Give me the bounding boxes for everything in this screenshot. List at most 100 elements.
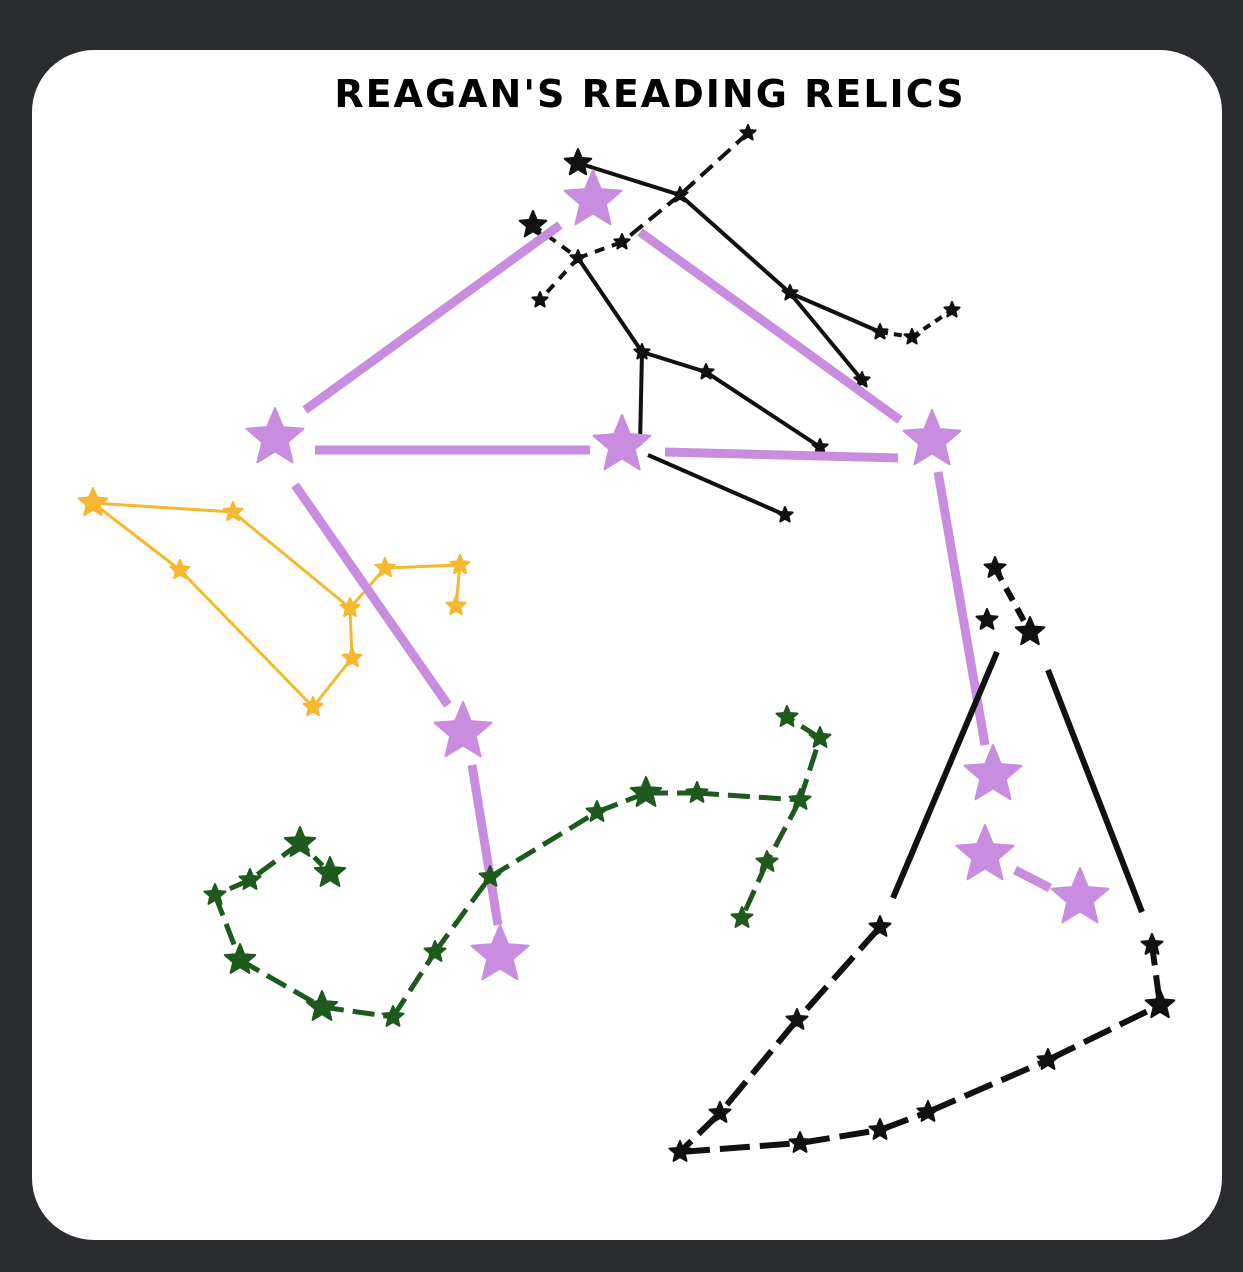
- black-upper-star-icon: [697, 363, 715, 380]
- green-star-icon: [423, 940, 447, 962]
- yellow-line: [178, 568, 315, 709]
- black-lower-star-icon: [785, 1008, 809, 1030]
- purple-star-icon: [563, 169, 623, 226]
- purple-star-icon: [1050, 867, 1110, 924]
- black-upper-star-icon: [569, 249, 587, 266]
- purple-star-icon: [592, 414, 652, 471]
- black-upper-star-icon: [943, 301, 961, 318]
- yellow-line: [92, 501, 234, 514]
- purple-star-icon: [955, 824, 1015, 881]
- black-lower-star-icon: [788, 1131, 812, 1153]
- black-line: [641, 350, 707, 374]
- black-lower-star-icon: [1014, 616, 1046, 646]
- purple-star-icon: [470, 924, 530, 981]
- purple-star-icon: [902, 409, 962, 466]
- black-line: [620, 193, 682, 244]
- black-line: [789, 291, 881, 334]
- yellow-star-icon: [445, 595, 467, 616]
- yellow-star-icon: [222, 501, 244, 522]
- green-star-icon: [223, 943, 257, 974]
- black-line: [890, 650, 1000, 900]
- green-star-icon: [808, 726, 832, 748]
- black-upper-star-icon: [518, 210, 548, 238]
- purple-line: [302, 221, 563, 414]
- yellow-star-icon: [339, 597, 361, 618]
- black-upper-star-icon: [671, 186, 689, 203]
- black-upper-star-icon: [613, 233, 631, 250]
- green-star-icon: [629, 776, 663, 807]
- purple-line: [291, 482, 452, 708]
- black-line: [799, 1127, 881, 1146]
- black-upper-star-icon: [871, 323, 889, 340]
- black-line: [704, 370, 822, 449]
- green-line: [238, 957, 324, 1010]
- black-line: [679, 1140, 801, 1155]
- yellow-line: [92, 501, 181, 572]
- green-line: [797, 737, 823, 801]
- black-lower-star-icon: [983, 556, 1007, 578]
- purple-star-icon: [433, 701, 493, 758]
- black-upper-star-icon: [811, 438, 829, 455]
- yellow-line: [232, 510, 351, 610]
- black-line: [717, 1018, 800, 1115]
- black-upper-star-icon: [781, 284, 799, 301]
- yellow-star-icon: [77, 487, 109, 517]
- green-star-icon: [730, 906, 754, 928]
- black-line: [788, 291, 864, 382]
- green-star-icon: [381, 1005, 405, 1027]
- black-line: [678, 193, 792, 295]
- black-lower-star-icon: [1140, 933, 1164, 955]
- black-upper-star-icon: [853, 371, 871, 388]
- green-star-icon: [313, 856, 347, 887]
- green-line: [212, 894, 243, 961]
- black-line: [647, 453, 786, 517]
- green-star-icon: [775, 705, 799, 727]
- black-line: [910, 308, 954, 339]
- green-line: [696, 790, 801, 803]
- black-lower-star-icon: [916, 1100, 940, 1122]
- black-upper-star-icon: [903, 328, 921, 345]
- black-lower-star-icon: [668, 1140, 692, 1162]
- green-line: [390, 950, 438, 1019]
- black-line: [1046, 1002, 1162, 1063]
- page-title: REAGAN'S READING RELICS: [334, 72, 966, 116]
- black-lower-star-icon: [868, 1118, 892, 1140]
- green-star-icon: [203, 883, 227, 905]
- yellow-star-icon: [374, 557, 396, 578]
- black-upper-star-icon: [633, 343, 651, 360]
- green-line: [739, 860, 770, 920]
- black-line: [1045, 668, 1145, 914]
- green-line: [764, 798, 803, 864]
- black-line: [794, 925, 883, 1022]
- yellow-line: [384, 563, 461, 570]
- purple-line: [467, 764, 503, 926]
- black-upper-star-icon: [563, 148, 593, 176]
- yellow-star-icon: [169, 559, 191, 580]
- green-star-icon: [585, 800, 609, 822]
- black-line: [638, 351, 644, 446]
- yellow-star-icon: [341, 647, 363, 668]
- black-line: [538, 256, 580, 302]
- black-lower-star-icon: [975, 608, 999, 630]
- black-upper-star-icon: [739, 124, 757, 141]
- green-star-icon: [283, 826, 317, 857]
- green-line: [321, 1004, 394, 1020]
- black-lower-star-icon: [1036, 1048, 1060, 1070]
- purple-line: [637, 228, 903, 424]
- green-star-icon: [305, 990, 339, 1021]
- purple-line: [664, 447, 899, 463]
- yellow-star-icon: [449, 554, 471, 575]
- green-star-icon: [685, 781, 709, 803]
- green-star-icon: [755, 850, 779, 872]
- black-line: [926, 1057, 1050, 1115]
- purple-star-icon: [963, 744, 1023, 801]
- green-star-icon: [238, 868, 262, 890]
- black-lower-star-icon: [868, 915, 892, 937]
- black-line: [992, 566, 1033, 634]
- green-line: [432, 875, 493, 954]
- yellow-star-icon: [302, 696, 324, 717]
- black-lower-star-icon: [708, 1101, 732, 1123]
- black-line: [576, 256, 644, 354]
- green-star-icon: [478, 865, 502, 887]
